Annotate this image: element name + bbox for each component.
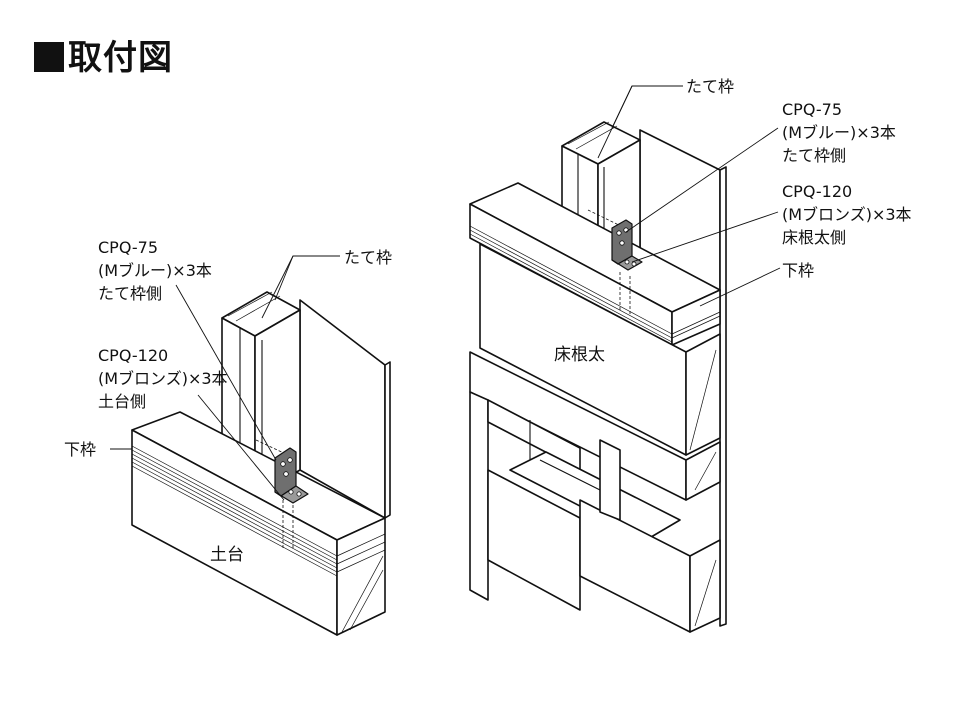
right-lower-line-2: (Mブロンズ)×3本 [782,205,912,224]
right-bracket-lower-label: CPQ-120 (Mブロンズ)×3本 床根太側 [782,180,912,249]
figure-title-text: 取付図 [68,38,173,78]
right-leaders [597,85,781,307]
right-floor-joist [479,243,721,456]
left-lower-line-2: (Mブロンズ)×3本 [98,369,228,388]
right-lower-framing [469,351,721,633]
square-bullet-icon [34,42,64,72]
left-sill [131,411,386,636]
left-bracket-lower-label: CPQ-120 (Mブロンズ)×3本 土台側 [98,344,228,413]
right-upper-line-1: CPQ-75 [782,100,842,119]
left-bottom-plate-label: 下枠 [64,440,97,459]
right-assembly [469,85,781,633]
left-upper-line-1: CPQ-75 [98,238,158,257]
left-leaders [110,255,340,501]
figure-title: 取付図 [34,30,173,79]
left-stud-label: たて枠 [344,248,393,267]
left-sill-label: 土台 [210,545,244,565]
right-stud-label: たて枠 [686,77,735,96]
right-bracket-upper-label: CPQ-75 (Mブルー)×3本 たて枠側 [782,98,896,167]
left-bracket-upper-label: CPQ-75 (Mブルー)×3本 たて枠側 [98,236,212,305]
right-upper-line-2: (Mブルー)×3本 [782,123,896,142]
right-lower-line-1: CPQ-120 [782,182,853,201]
left-upper-line-2: (Mブルー)×3本 [98,261,212,280]
left-lower-line-1: CPQ-120 [98,346,169,365]
left-upper-line-3: たて枠側 [98,284,163,303]
right-joist-label: 床根太 [554,345,605,365]
left-assembly [110,255,391,636]
right-lower-line-3: 床根太側 [782,228,847,247]
left-lower-line-3: 土台側 [98,392,147,411]
right-bottom-plate-label: 下枠 [782,261,815,280]
left-wall-panel [299,299,391,519]
right-upper-line-3: たて枠側 [782,146,847,165]
left-bracket [255,439,309,548]
